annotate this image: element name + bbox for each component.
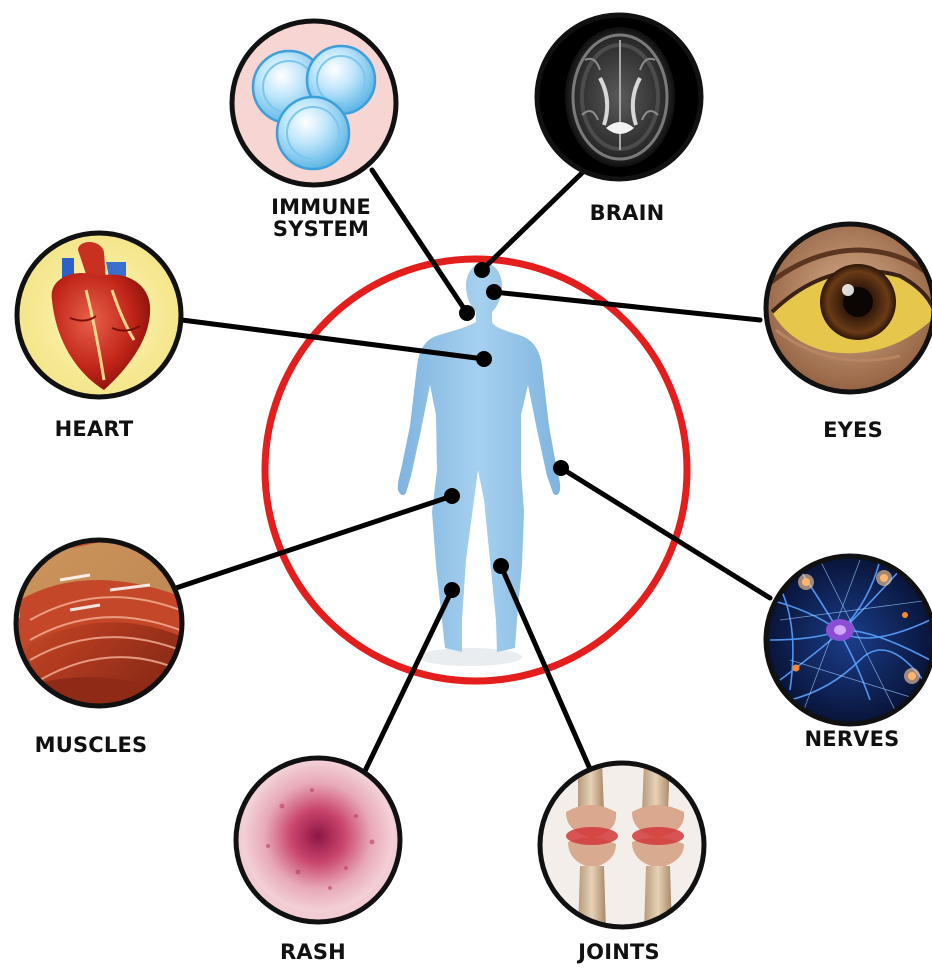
muscles-label: MUSCLES — [35, 734, 148, 756]
immune-system-label: IMMUNE SYSTEM — [271, 196, 371, 240]
neuron-icon — [764, 554, 932, 726]
heart-label: HEART — [55, 418, 134, 440]
immune-system-label-line1: IMMUNE — [271, 196, 371, 218]
immune-system-label-line2: SYSTEM — [271, 218, 371, 240]
connector-muscles — [176, 496, 452, 588]
muscle-icon — [14, 538, 190, 710]
brain-label: BRAIN — [590, 202, 665, 224]
connector-immune — [372, 170, 467, 313]
connector-nerves — [561, 468, 770, 598]
joints-icon — [538, 761, 708, 931]
connector-brain — [482, 172, 583, 270]
joints-label: JOINTS — [578, 941, 660, 963]
rash-icon — [234, 756, 404, 926]
connector-eyes — [494, 292, 760, 320]
human-body-silhouette — [398, 263, 560, 666]
yellow-eye-icon — [764, 222, 932, 394]
eyes-label: EYES — [823, 419, 883, 441]
connector-joints — [501, 566, 590, 769]
nerves-label: NERVES — [804, 728, 899, 750]
brain-mri-icon — [535, 13, 705, 183]
heart-icon — [15, 231, 185, 401]
immune-cells-icon — [230, 20, 400, 190]
rash-label: RASH — [280, 941, 346, 963]
